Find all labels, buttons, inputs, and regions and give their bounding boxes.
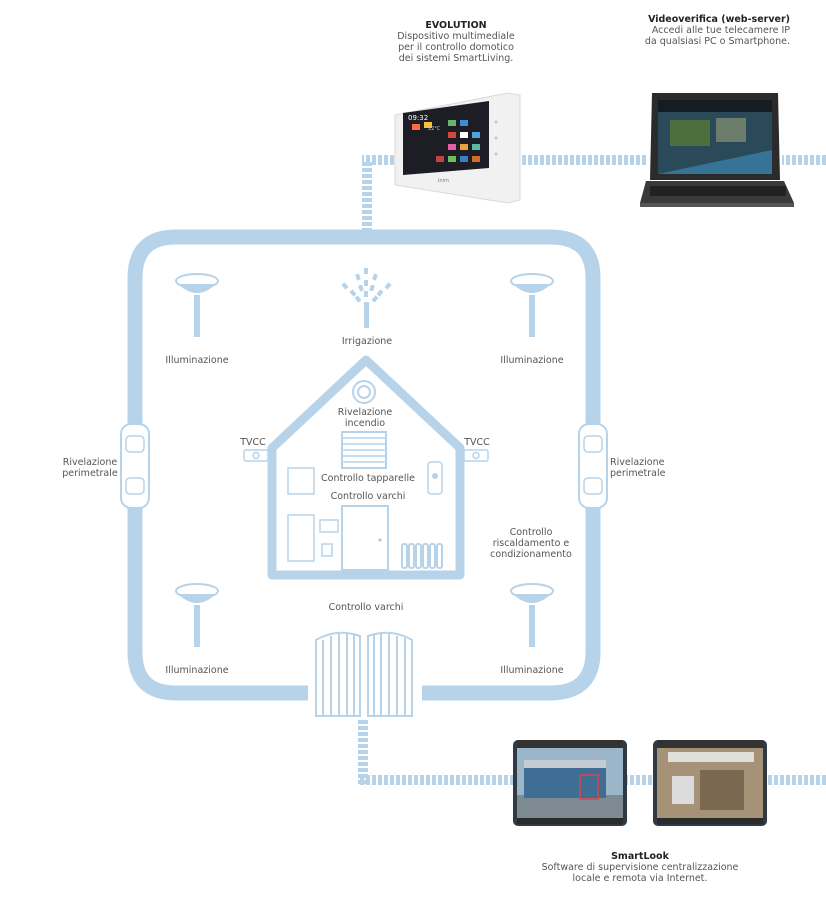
label-rivelazione-right: Rivelazione perimetrale xyxy=(610,457,680,479)
label-illuminazione-bottom-left: Illuminazione xyxy=(165,665,229,676)
connector-gate-h xyxy=(358,775,518,785)
label-controllo-tapparelle: Controllo tapparelle xyxy=(321,473,415,484)
evolution-title: EVOLUTION xyxy=(425,20,487,31)
label-controllo-clima: Controllo riscaldamento e condizionament… xyxy=(488,527,574,560)
monitor-icon-left xyxy=(513,740,627,826)
laptop-icon xyxy=(640,93,794,207)
lamp-icon-top-right xyxy=(510,273,554,337)
label-rivelazione-right-line-2: perimetrale xyxy=(610,468,666,479)
radiator-icon xyxy=(401,543,443,569)
connector-monitors xyxy=(624,775,654,785)
label-incendio-line-2: incendio xyxy=(344,418,386,429)
label-tvcc-right: TVCC xyxy=(464,437,490,448)
perimeter-pipe xyxy=(127,229,601,701)
label-controllo-varchi-gate: Controllo varchi xyxy=(328,602,404,613)
gate-icon xyxy=(315,631,413,717)
label-clima-line-2: riscaldamento e xyxy=(492,538,570,549)
label-illuminazione-top-left: Illuminazione xyxy=(165,355,229,366)
video-title: Videoverifica (web-server) xyxy=(648,14,790,25)
label-incendio-line-1: Rivelazione xyxy=(337,407,393,418)
connector-gate-v xyxy=(358,718,368,784)
label-clima-line-3: condizionamento xyxy=(490,549,572,560)
video-caption: Videoverifica (web-server) Accedi alle t… xyxy=(630,14,790,47)
label-clima-line-1: Controllo xyxy=(509,527,553,538)
shutter-icon xyxy=(341,431,387,469)
connector-evolution-v xyxy=(362,160,372,232)
video-desc-line-1: Accedi alle tue telecamere IP xyxy=(651,25,790,36)
label-illuminazione-top-right: Illuminazione xyxy=(500,355,564,366)
evolution-device-icon xyxy=(394,92,521,204)
label-controllo-varchi-house: Controllo varchi xyxy=(330,491,406,502)
label-rivelazione-left: Rivelazione perimetrale xyxy=(50,457,130,479)
evolution-desc-line-2: per il controllo domotico xyxy=(398,42,514,53)
evolution-desc-line-1: Dispositivo multimediale xyxy=(397,31,515,42)
camera-icon-right xyxy=(463,449,489,462)
small-module-icon-2 xyxy=(321,543,333,557)
evolution-brand-logo: inim xyxy=(438,178,449,184)
lamp-icon-top-left xyxy=(175,273,219,337)
connector-evolution-h xyxy=(362,155,402,165)
perimeter-detector-left xyxy=(120,423,150,509)
label-rivelazione-left-line-1: Rivelazione xyxy=(62,457,118,468)
label-tvcc-left: TVCC xyxy=(240,437,266,448)
door-icon xyxy=(341,505,389,571)
motion-sensor-icon xyxy=(427,461,443,495)
connector-right xyxy=(768,775,826,785)
smartlook-desc-line-2: locale e remota via Internet. xyxy=(572,873,708,884)
control-panel-icon xyxy=(287,514,315,562)
label-rivelazione-left-line-2: perimetrale xyxy=(62,468,118,479)
smoke-detector-icon xyxy=(352,380,376,404)
keypad-panel-icon xyxy=(287,467,315,495)
connector-evolution-laptop xyxy=(518,155,646,165)
label-rivelazione-incendio: Rivelazione incendio xyxy=(320,407,410,429)
monitor-icon-right xyxy=(653,740,767,826)
smartlook-caption: SmartLook Software di supervisione centr… xyxy=(530,851,750,884)
small-module-icon xyxy=(319,519,339,533)
connector-laptop-right xyxy=(782,155,826,165)
evolution-screen-temp: 22°C xyxy=(428,126,441,132)
smartlook-title: SmartLook xyxy=(611,851,669,862)
label-rivelazione-right-line-1: Rivelazione xyxy=(610,457,665,468)
smartlook-desc-line-1: Software di supervisione centralizzazion… xyxy=(541,862,739,873)
house-outline xyxy=(267,355,465,580)
perimeter-detector-right xyxy=(578,423,608,509)
label-illuminazione-bottom-right: Illuminazione xyxy=(500,665,564,676)
evolution-desc-line-3: dei sistemi SmartLiving. xyxy=(398,53,514,64)
video-desc-line-2: da qualsiasi PC o Smartphone. xyxy=(644,36,790,47)
evolution-screen-time: 09:32 xyxy=(408,114,429,122)
camera-icon-left xyxy=(243,449,269,462)
lamp-icon-bottom-right xyxy=(510,583,554,647)
label-irrigazione: Irrigazione xyxy=(341,336,393,347)
lamp-icon-bottom-left xyxy=(175,583,219,647)
sprinkler-icon xyxy=(341,268,392,328)
evolution-caption: EVOLUTION Dispositivo multimediale per i… xyxy=(386,20,526,64)
